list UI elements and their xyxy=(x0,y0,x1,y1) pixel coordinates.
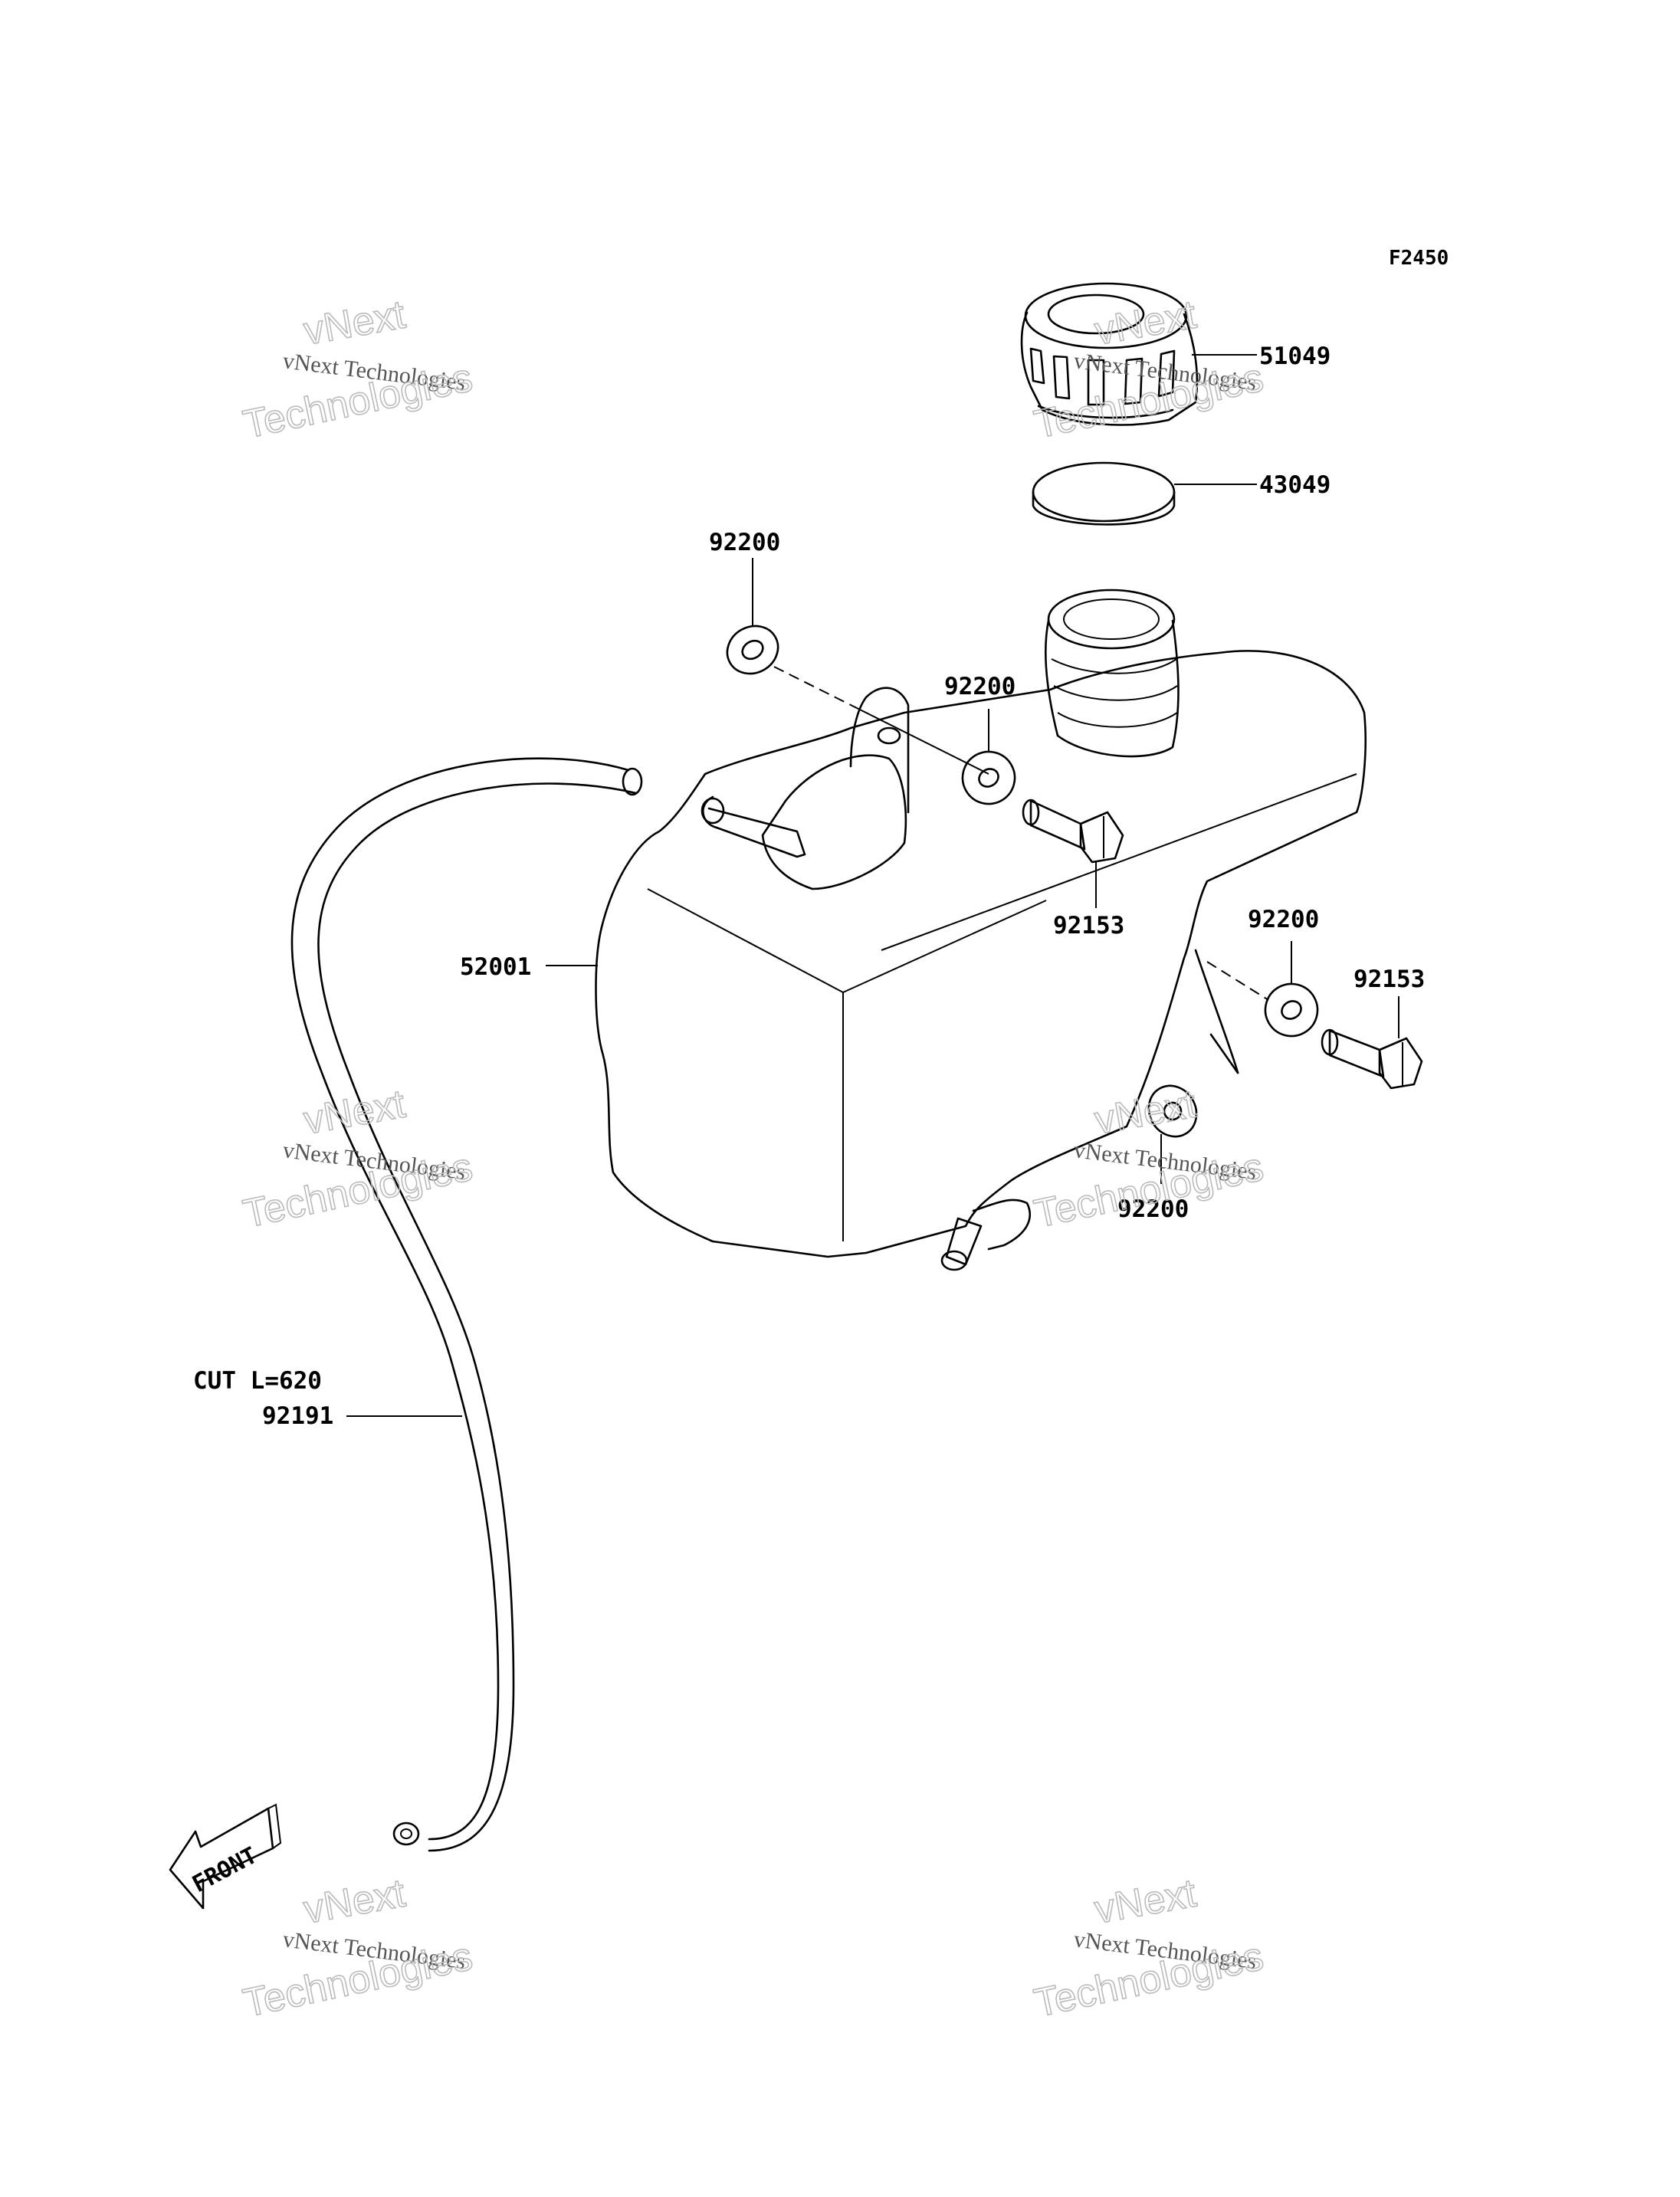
cap-gasket-drawing xyxy=(1032,461,1176,526)
reservoir-tank-drawing xyxy=(595,589,1367,1271)
filler-cap-drawing xyxy=(1020,282,1199,426)
hose-cut-length: CUT L=620 xyxy=(193,1367,322,1395)
front-arrow-icon: FRONT xyxy=(169,1803,282,1910)
bolt-mid-drawing xyxy=(1022,798,1124,864)
watermark-mid-left: vNext vNext Technologies Technologies xyxy=(239,1081,477,1238)
washer-low-drawing xyxy=(1147,1084,1198,1138)
watermark-bottom-left: vNext vNext Technologies Technologies xyxy=(239,1871,477,2027)
part-label-92200-right: 92200 xyxy=(1248,906,1319,933)
watermark-top-word: vNext xyxy=(1091,1871,1200,1933)
hose-drawing xyxy=(290,757,643,1852)
washer-right-drawing xyxy=(1264,982,1319,1038)
part-label-92153-mid: 92153 xyxy=(1053,912,1124,939)
watermark-top-word: vNext xyxy=(300,293,409,354)
part-label-92191: 92191 xyxy=(262,1402,333,1430)
watermark-top-left: vNext vNext Technologies Technologies xyxy=(239,292,477,448)
watermark-mid-right: vNext vNext Technologies Technologies xyxy=(1030,1081,1268,1238)
watermark-top-word: vNext xyxy=(300,1871,409,1933)
watermark-top-word: vNext xyxy=(1091,293,1200,354)
part-label-52001: 52001 xyxy=(460,953,531,981)
part-label-92200-top: 92200 xyxy=(709,529,780,556)
part-label-92200-low: 92200 xyxy=(1117,1195,1189,1223)
watermark-top-right: vNext vNext Technologies Technologies xyxy=(1030,292,1268,448)
part-label-92153-right: 92153 xyxy=(1354,966,1425,993)
washer-mid-drawing xyxy=(961,750,1016,805)
part-label-92200-mid: 92200 xyxy=(944,673,1016,700)
watermark-bottom-right: vNext vNext Technologies Technologies xyxy=(1030,1871,1268,2027)
washer-top-drawing xyxy=(726,625,779,675)
bolt-right-drawing xyxy=(1321,1028,1423,1090)
part-label-51049: 51049 xyxy=(1259,343,1331,370)
figure-code: F2450 xyxy=(1389,247,1449,270)
part-label-43049: 43049 xyxy=(1259,471,1331,499)
front-arrow-label: FRONT xyxy=(188,1842,261,1898)
watermark-top-word: vNext xyxy=(300,1082,409,1143)
